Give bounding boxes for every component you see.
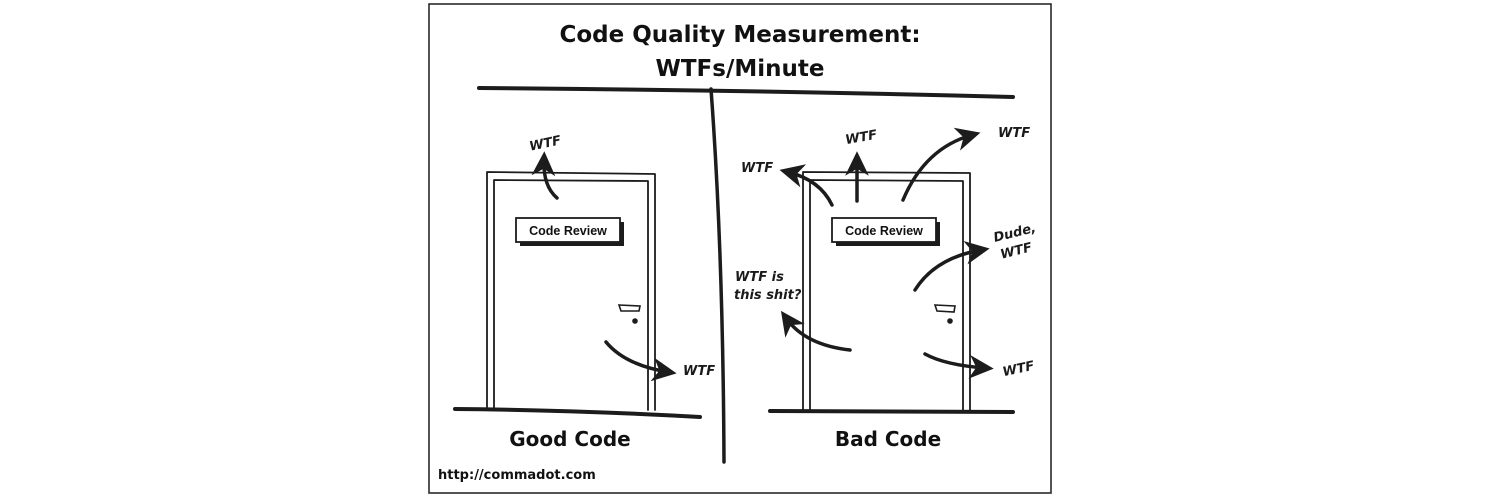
good-arrow-right-icon (604, 340, 677, 382)
panel-bad-code: Code Review WTF WTF WTF WTF is this shit… (734, 126, 1038, 451)
bad-wtf-top: WTF (844, 128, 878, 148)
good-wtf-right: WTF (683, 364, 715, 379)
good-door-sign-label: Code Review (529, 224, 607, 238)
bad-arrow-lower-left-icon (780, 310, 852, 352)
comic-frame (428, 3, 1052, 494)
bad-floor-line (768, 409, 1015, 414)
bad-door-frame-inner (809, 179, 964, 413)
good-door-frame-outer (486, 171, 656, 411)
bad-dude-line1: Dude, (992, 221, 1037, 246)
bad-wtf-lower-right: WTF (1001, 359, 1036, 380)
center-divider-line (709, 87, 726, 464)
bad-arrow-lower-right-icon (923, 352, 994, 379)
bad-door-sign-label: Code Review (845, 224, 923, 238)
bad-arrow-mid-right-icon (913, 240, 990, 292)
title-line-2: WTFs/Minute (656, 56, 825, 82)
good-arrow-up-icon (531, 151, 559, 200)
bad-door-sign: Code Review (831, 217, 940, 246)
good-door-handle-icon (617, 304, 641, 324)
bad-wtf-left: WTF (741, 161, 773, 176)
good-door-frame-inner (493, 179, 649, 411)
title-line-1: Code Quality Measurement: (559, 22, 920, 48)
good-floor-line (453, 407, 702, 419)
good-door-sign: Code Review (515, 217, 624, 246)
good-code-caption: Good Code (509, 427, 630, 451)
panel-good-code: Code Review WTF WTF Good Code (453, 133, 715, 451)
bad-wtf-question-line2: this shit? (734, 288, 802, 303)
bad-door-handle-icon (933, 304, 956, 324)
bad-wtf-top-right: WTF (998, 126, 1030, 141)
top-divider-line (477, 86, 1015, 99)
bad-wtf-question-line1: WTF is (735, 270, 784, 285)
bad-door-frame-outer (802, 171, 971, 413)
bad-arrow-left-icon (779, 164, 834, 207)
credit-url: http://commadot.com (438, 468, 596, 483)
good-wtf-top: WTF (528, 133, 563, 154)
bad-code-caption: Bad Code (835, 427, 941, 451)
bad-arrow-up-right-icon (901, 127, 981, 202)
